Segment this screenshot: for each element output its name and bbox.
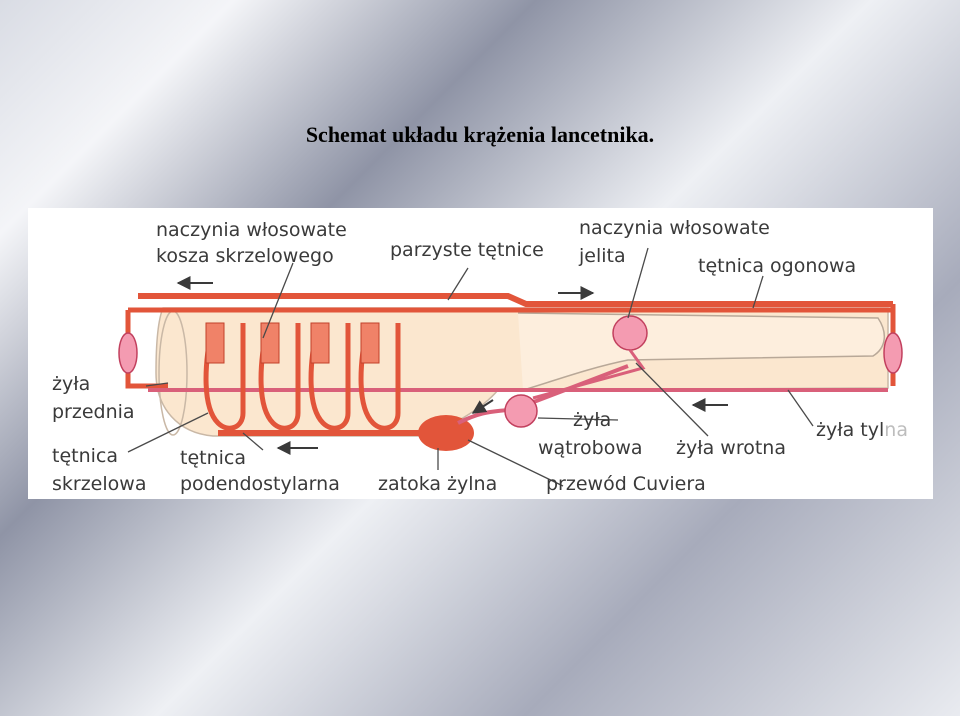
label-capillaries-gut-2: jelita xyxy=(578,245,626,267)
liver-capillaries xyxy=(504,394,538,428)
label-sinus-venosus: zatoka żylna xyxy=(378,473,497,495)
leader-lines xyxy=(127,247,814,487)
gut-capillaries xyxy=(612,315,648,351)
circulation-diagram: naczynia włosowate kosza skrzelowego par… xyxy=(28,208,933,499)
posterior-capillary xyxy=(883,332,903,374)
flow-arrows xyxy=(176,276,728,455)
label-capillaries-gill-2: kosza skrzelowego xyxy=(156,245,334,267)
dorsal-artery xyxy=(138,293,893,307)
label-anterior-vein-2: przednia xyxy=(52,401,135,423)
gill-capillary-bands xyxy=(205,322,380,364)
label-capillaries-gill-1: naczynia włosowate xyxy=(156,219,347,241)
label-hepatic-vein-2: wątrobowa xyxy=(538,437,643,459)
label-caudal-artery: tętnica ogonowa xyxy=(698,255,856,277)
label-hepatic-vein-1: żyła xyxy=(573,409,611,431)
label-posterior-vein: żyła tylna xyxy=(816,419,908,441)
circulation-diagram-svg: naczynia włosowate kosza skrzelowego par… xyxy=(52,217,908,495)
label-portal-vein: żyła wrotna xyxy=(676,437,786,459)
label-subendostylar-artery-2: podendostylarna xyxy=(180,473,340,495)
label-anterior-vein-1: żyła xyxy=(52,373,90,395)
slide-title: Schemat układu krążenia lancetnika. xyxy=(305,122,655,147)
portal-vein-path xyxy=(532,349,646,400)
label-paired-arteries: parzyste tętnice xyxy=(390,239,544,261)
label-posterior-vein-faint: na xyxy=(884,419,908,441)
anterior-capillary xyxy=(118,332,138,374)
label-posterior-vein-main: żyła tyl xyxy=(816,419,884,441)
label-branchial-artery-1: tętnica xyxy=(52,445,118,467)
gut-outline xyxy=(517,312,885,391)
label-capillaries-gut-1: naczynia włosowate xyxy=(579,217,770,239)
label-subendostylar-artery-1: tętnica xyxy=(180,447,246,469)
label-branchial-artery-2: skrzelowa xyxy=(52,473,146,495)
label-cuvier-duct: przewód Cuviera xyxy=(546,473,706,495)
